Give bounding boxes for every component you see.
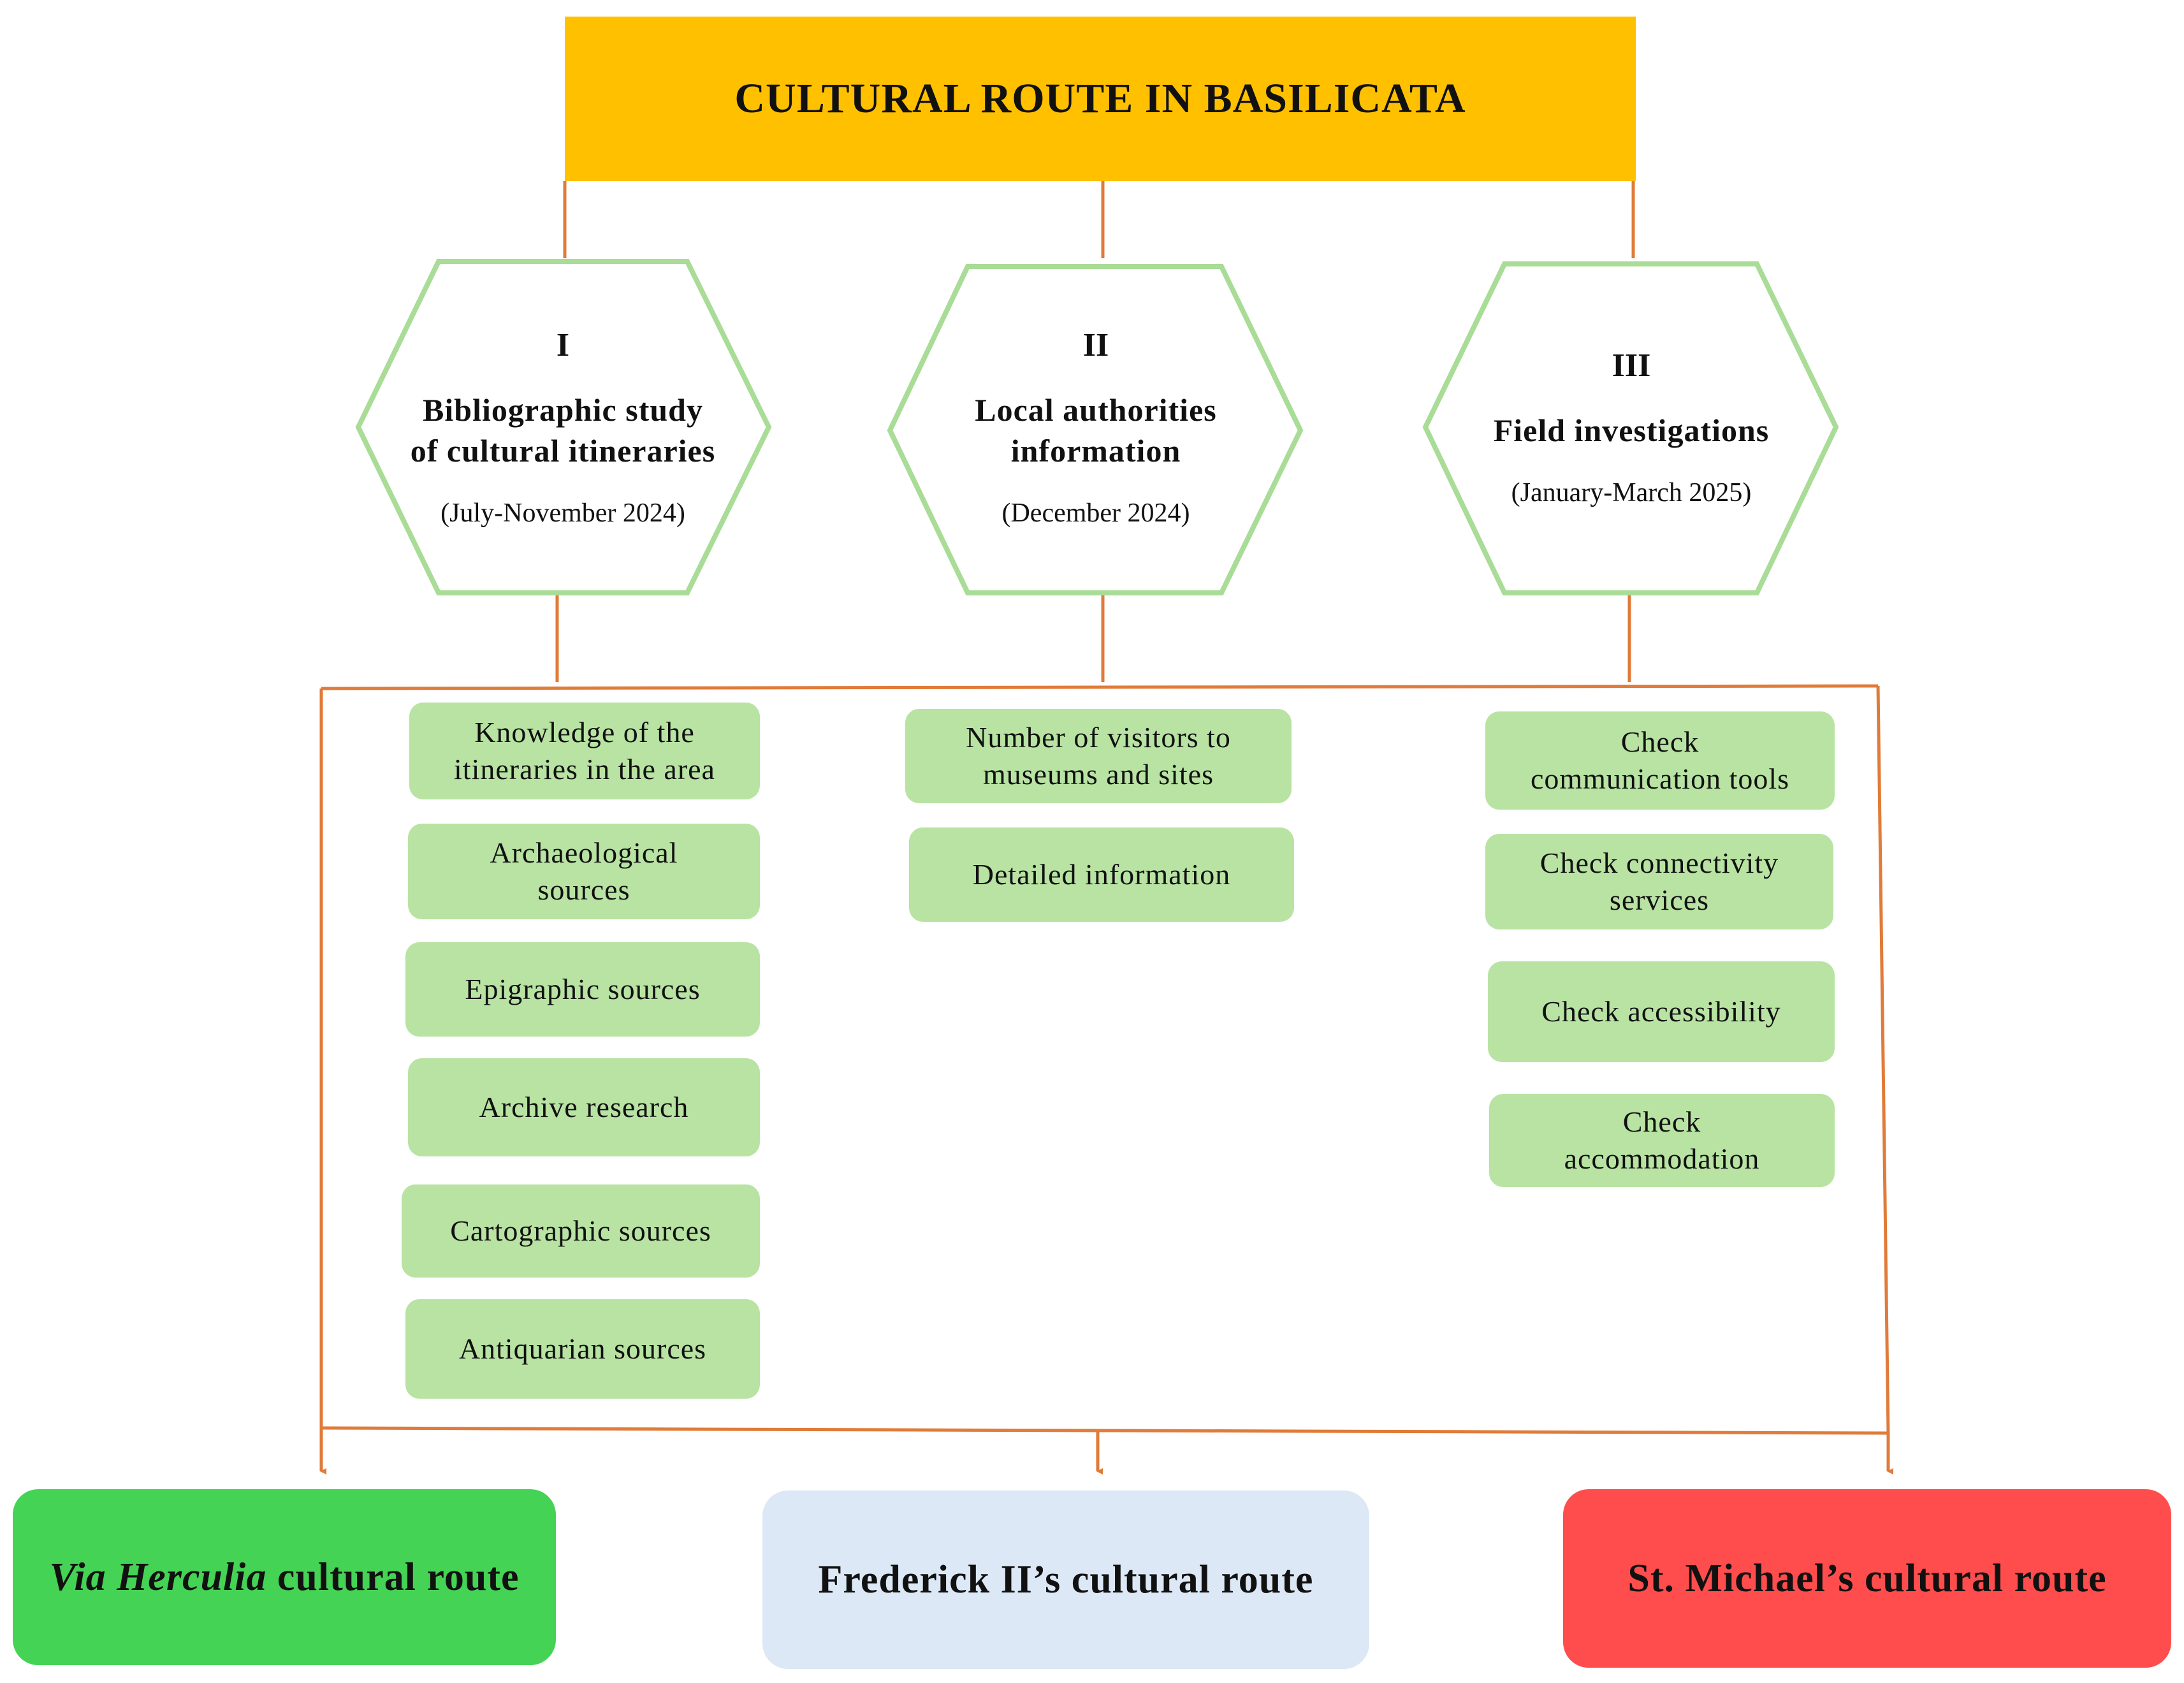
- phase-2-hexagon: II Local authorities information (Decemb…: [915, 268, 1276, 586]
- phase-1-period: (July-November 2024): [440, 498, 685, 528]
- task-label: Antiquarian sources: [458, 1332, 707, 1365]
- task-itineraries-knowledge: Knowledge of the itineraries in the area: [409, 703, 760, 799]
- phase-3-period: (January-March 2025): [1511, 477, 1752, 507]
- route-name: cultural route: [266, 1555, 520, 1599]
- route-name: Frederick II’s cultural route: [818, 1557, 1314, 1601]
- task-label: Detailed information: [972, 858, 1231, 891]
- task-label-line-1: Knowledge of the: [474, 716, 695, 748]
- frame-right-line: [1876, 685, 1890, 1434]
- task-cartographic-sources: Cartographic sources: [402, 1184, 760, 1278]
- task-label: Archive research: [479, 1091, 689, 1123]
- task-label-line-2: sources: [537, 873, 630, 906]
- task-archive-research: Archive research: [408, 1058, 760, 1156]
- frame-bottom-line: [321, 1426, 1889, 1435]
- task-label-line-1: Check: [1620, 725, 1700, 758]
- phase-3-hexagon: III Field investigations (January-March …: [1451, 268, 1812, 586]
- task-archaeological-sources: Archaeological sources: [408, 824, 760, 919]
- page-title: CULTURAL ROUTE IN BASILICATA: [734, 75, 1466, 122]
- phase-1-title-line-2: of cultural itineraries: [410, 432, 716, 469]
- task-label: Check accessibility: [1541, 995, 1781, 1028]
- frame-top-line: [321, 684, 1879, 690]
- phase-1-title-line-1: Bibliographic study: [423, 391, 703, 428]
- phase-3-numeral: III: [1612, 347, 1651, 384]
- task-label-line-2: museums and sites: [983, 758, 1214, 790]
- route-name: St. Michael’s cultural route: [1627, 1556, 2107, 1600]
- route-via-herculia: Via Herculia cultural route: [13, 1489, 556, 1665]
- phase-2-title-line-1: Local authorities: [975, 391, 1217, 428]
- phase-2-period: (December 2024): [1001, 498, 1190, 528]
- task-label-line-2: accommodation: [1564, 1142, 1760, 1175]
- phase-3-title-line-1: Field investigations: [1493, 412, 1770, 448]
- task-label-line-2: itineraries in the area: [454, 753, 715, 785]
- task-antiquarian-sources: Antiquarian sources: [405, 1299, 760, 1399]
- task-visitors-number: Number of visitors to museums and sites: [905, 709, 1292, 803]
- phase-2-numeral: II: [1082, 326, 1109, 363]
- route-frederick-ii: Frederick II’s cultural route: [762, 1490, 1369, 1669]
- task-label-line-1: Check: [1622, 1105, 1701, 1138]
- task-label-line-1: Number of visitors to: [966, 721, 1231, 754]
- phase-1-hexagon: I Bibliographic study of cultural itiner…: [382, 268, 743, 586]
- phase-1-hexagon-shape: [355, 259, 772, 595]
- task-epigraphic-sources: Epigraphic sources: [405, 942, 760, 1037]
- route-name-italic: Via Herculia: [49, 1555, 267, 1599]
- task-label: Cartographic sources: [450, 1214, 711, 1247]
- phase-2-title-line-2: information: [1010, 432, 1181, 469]
- task-label-line-1: Check connectivity: [1540, 847, 1779, 879]
- phase-2-hexagon-shape: [887, 264, 1304, 595]
- task-accessibility: Check accessibility: [1488, 961, 1835, 1062]
- phase-3-hexagon-shape: [1422, 261, 1839, 595]
- task-communication-tools: Check communication tools: [1485, 711, 1835, 810]
- title-box: CULTURAL ROUTE IN BASILICATA: [565, 17, 1636, 181]
- task-accommodation: Check accommodation: [1489, 1094, 1835, 1187]
- phase-1-numeral: I: [556, 326, 570, 363]
- task-label-line-2: communication tools: [1530, 762, 1790, 795]
- task-label-line-1: Archaeological: [490, 836, 678, 869]
- route-st-michael: St. Michael’s cultural route: [1563, 1489, 2171, 1668]
- task-label: Epigraphic sources: [465, 973, 701, 1005]
- task-detailed-information: Detailed information: [909, 827, 1294, 922]
- task-label-line-2: services: [1609, 884, 1710, 916]
- task-connectivity-services: Check connectivity services: [1485, 834, 1833, 929]
